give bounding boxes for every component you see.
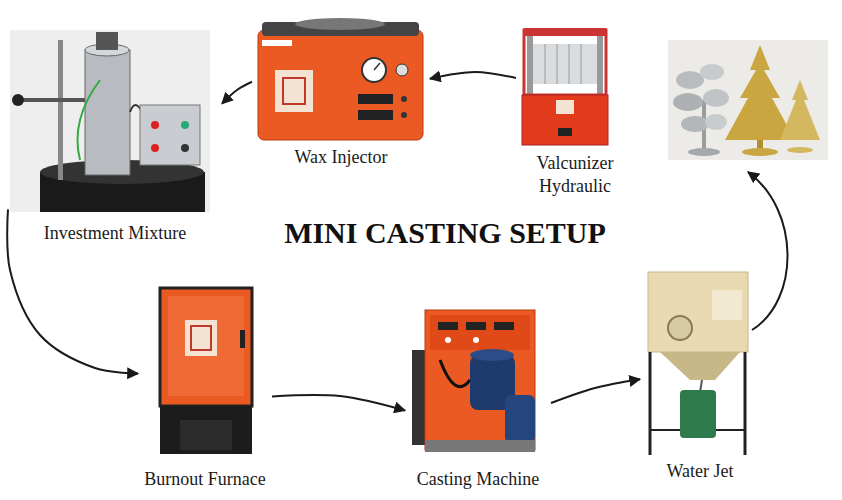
vulcanizer-picture — [557, 44, 558, 84]
furnace-picture — [240, 330, 245, 348]
machine-caption: Casting Machine — [417, 468, 539, 491]
mixer-picture — [85, 50, 130, 175]
casting-machine-picture — [425, 440, 535, 452]
casting-machine-picture — [470, 349, 514, 361]
machine-caption: Investment Mixture — [44, 222, 186, 245]
water-jet-picture — [744, 352, 747, 455]
product-picture — [673, 93, 703, 111]
mixer-picture — [78, 80, 101, 160]
furnace-picture — [180, 420, 232, 450]
machine-node: Water Jet — [640, 268, 760, 482]
mixer-picture — [151, 144, 159, 152]
product-picture — [725, 45, 795, 140]
furnace-picture — [160, 288, 252, 406]
diagram-title: MINI CASTING SETUP — [245, 215, 645, 251]
vulcanizer-picture — [558, 128, 572, 136]
casting-machine-picture — [505, 395, 535, 443]
wax-injector-picture — [295, 18, 385, 30]
water-jet-picture — [648, 272, 748, 455]
casting-machine-picture — [430, 315, 530, 350]
machine-node: Casting Machine — [405, 305, 551, 490]
casting-machine-picture — [445, 337, 451, 343]
furnace-picture — [160, 288, 252, 454]
water-jet-picture — [649, 352, 652, 455]
machine-caption: Wax Injector — [294, 146, 387, 169]
product-picture — [703, 89, 729, 107]
vulcanizer-picture — [522, 28, 608, 145]
casting-machine-picture — [473, 337, 479, 343]
machine-caption: Valcunizer Hydraulic — [523, 152, 627, 197]
wax-injector-picture — [401, 96, 407, 102]
furnace-picture — [168, 296, 244, 396]
casting-machine-picture — [494, 322, 514, 330]
mixer-picture — [181, 121, 189, 129]
wax-injector-picture — [396, 64, 408, 76]
mixer-picture — [10, 30, 210, 212]
furnace-picture — [160, 406, 252, 454]
wax-injector-picture — [258, 30, 423, 140]
wax-injector-picture — [374, 63, 380, 70]
mixer-picture — [181, 144, 189, 152]
wax-injector-picture — [258, 18, 423, 140]
vulcanizer-picture — [522, 95, 608, 145]
furnace-picture — [185, 320, 217, 356]
water-jet-picture — [668, 316, 692, 340]
mixer-picture — [140, 105, 200, 165]
mixer-picture — [10, 30, 210, 212]
machine-node: Wax Injector — [252, 14, 430, 168]
casting-machine-picture — [438, 322, 458, 330]
mixer-picture — [12, 94, 24, 106]
water-jet-picture — [648, 272, 748, 352]
water-jet-picture — [712, 290, 742, 320]
vulcanizer-picture — [581, 44, 582, 84]
flow-arrow — [272, 395, 405, 410]
vulcanizer-picture — [597, 32, 603, 98]
product-picture — [668, 40, 828, 160]
flow-arrow — [430, 72, 516, 79]
product-picture — [700, 64, 724, 80]
vulcanizer-picture — [545, 44, 546, 84]
casting-machine-picture — [440, 360, 470, 387]
wax-injector-picture — [283, 78, 305, 104]
machine-node: Investment Mixture — [8, 28, 222, 244]
product-picture — [681, 116, 709, 132]
furnace-picture — [191, 326, 211, 350]
wax-injector-picture — [358, 110, 393, 120]
machine-caption: Water Jet — [666, 460, 733, 483]
wax-injector-picture — [275, 70, 313, 112]
product-picture — [668, 40, 828, 160]
flow-arrow — [222, 82, 252, 104]
wax-injector-picture — [358, 94, 393, 104]
vulcanizer-picture — [556, 100, 574, 114]
mixer-picture — [58, 40, 63, 180]
mixer-picture — [20, 98, 85, 102]
water-jet-picture — [680, 390, 716, 438]
vulcanizer-picture — [569, 44, 570, 84]
product-picture — [780, 80, 820, 140]
casting-machine-picture — [466, 322, 486, 330]
machine-node: Valcunizer Hydraulic — [516, 22, 634, 197]
product-picture — [742, 148, 778, 156]
casting-machine-picture — [425, 310, 535, 450]
wax-injector-picture — [362, 58, 386, 82]
product-picture — [676, 71, 704, 89]
mixer-picture — [96, 32, 118, 50]
flow-arrow — [551, 379, 640, 403]
wax-injector-picture — [401, 112, 407, 118]
product-picture — [705, 114, 727, 130]
vulcanizer-picture — [533, 44, 597, 84]
flow-arrow — [748, 172, 788, 330]
wax-injector-picture — [262, 40, 292, 46]
water-jet-picture — [660, 352, 740, 380]
casting-machine-picture — [412, 310, 535, 452]
vulcanizer-picture — [524, 30, 606, 95]
vulcanizer-picture — [527, 32, 533, 98]
machine-caption: Burnout Furnace — [144, 468, 265, 491]
product-picture — [787, 147, 813, 153]
mixer-picture — [151, 121, 159, 129]
machine-node: Burnout Furnace — [138, 282, 272, 490]
product-picture — [688, 148, 720, 156]
